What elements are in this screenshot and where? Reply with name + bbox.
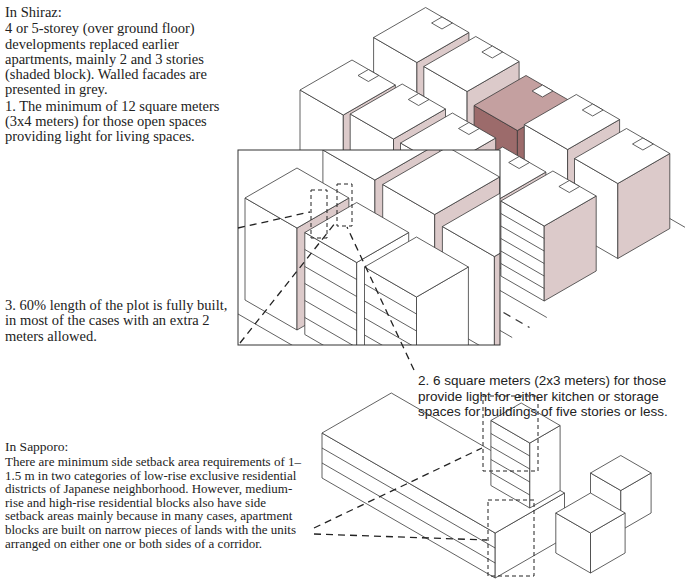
- region-heading: In Shiraz:: [5, 5, 237, 20]
- light-well: [459, 123, 480, 135]
- floor-line: [322, 463, 495, 563]
- light-well: [509, 157, 530, 169]
- description-text: 4 or 5-storey (over ground floor) develo…: [5, 21, 237, 97]
- block-roof: [556, 493, 625, 533]
- leader-line: [314, 534, 487, 540]
- highlight-box: [337, 184, 352, 226]
- floor-line: [501, 251, 544, 276]
- inset-blocks: [238, 150, 500, 345]
- light-well: [559, 181, 580, 193]
- light-well: [358, 70, 379, 82]
- floor-line: [501, 214, 544, 239]
- light-well: [482, 46, 503, 58]
- callout-note: 3. 60% length of the plot is fully built…: [5, 298, 237, 344]
- highlight-box: [488, 500, 534, 576]
- light-well: [633, 138, 654, 150]
- floor-line: [491, 434, 530, 457]
- floor-line: [305, 284, 357, 314]
- block-roof: [424, 37, 519, 92]
- light-well: [532, 85, 553, 97]
- block-roof: [591, 456, 652, 491]
- light-well: [408, 94, 429, 106]
- floor-line: [305, 267, 357, 297]
- block-roof: [365, 237, 469, 297]
- floor-line: [322, 448, 495, 548]
- sapporo-blocks: [322, 393, 651, 578]
- block-roof: [501, 171, 596, 226]
- light-well: [582, 104, 603, 116]
- leader-line: [314, 448, 482, 528]
- floor-line: [501, 226, 544, 251]
- floor-line: [501, 264, 544, 289]
- floor-line: [491, 447, 530, 470]
- floor-line: [365, 318, 417, 345]
- leader-line: [347, 227, 414, 370]
- inset-frame: [238, 150, 500, 345]
- floor-line: [305, 250, 357, 280]
- highlight-box: [311, 190, 327, 238]
- floor-line: [305, 318, 357, 346]
- description-text: There are minimum side setback area requ…: [5, 455, 305, 550]
- leader-line: [240, 222, 336, 343]
- floor-line: [491, 473, 530, 496]
- callout-note: 1. The minimum of 12 square meters (3x4 …: [5, 99, 237, 145]
- region-heading: In Sapporo:: [5, 440, 305, 454]
- floor-line: [305, 301, 357, 331]
- block-roof: [442, 189, 500, 257]
- callout-note: 2. 6 square meters (2x3 meters) for thos…: [418, 373, 680, 420]
- light-well: [432, 17, 453, 29]
- leader-line: [238, 212, 310, 228]
- block-roof: [575, 129, 670, 184]
- floor-line: [365, 284, 417, 314]
- floor-line: [365, 301, 417, 331]
- floor-line: [501, 239, 544, 264]
